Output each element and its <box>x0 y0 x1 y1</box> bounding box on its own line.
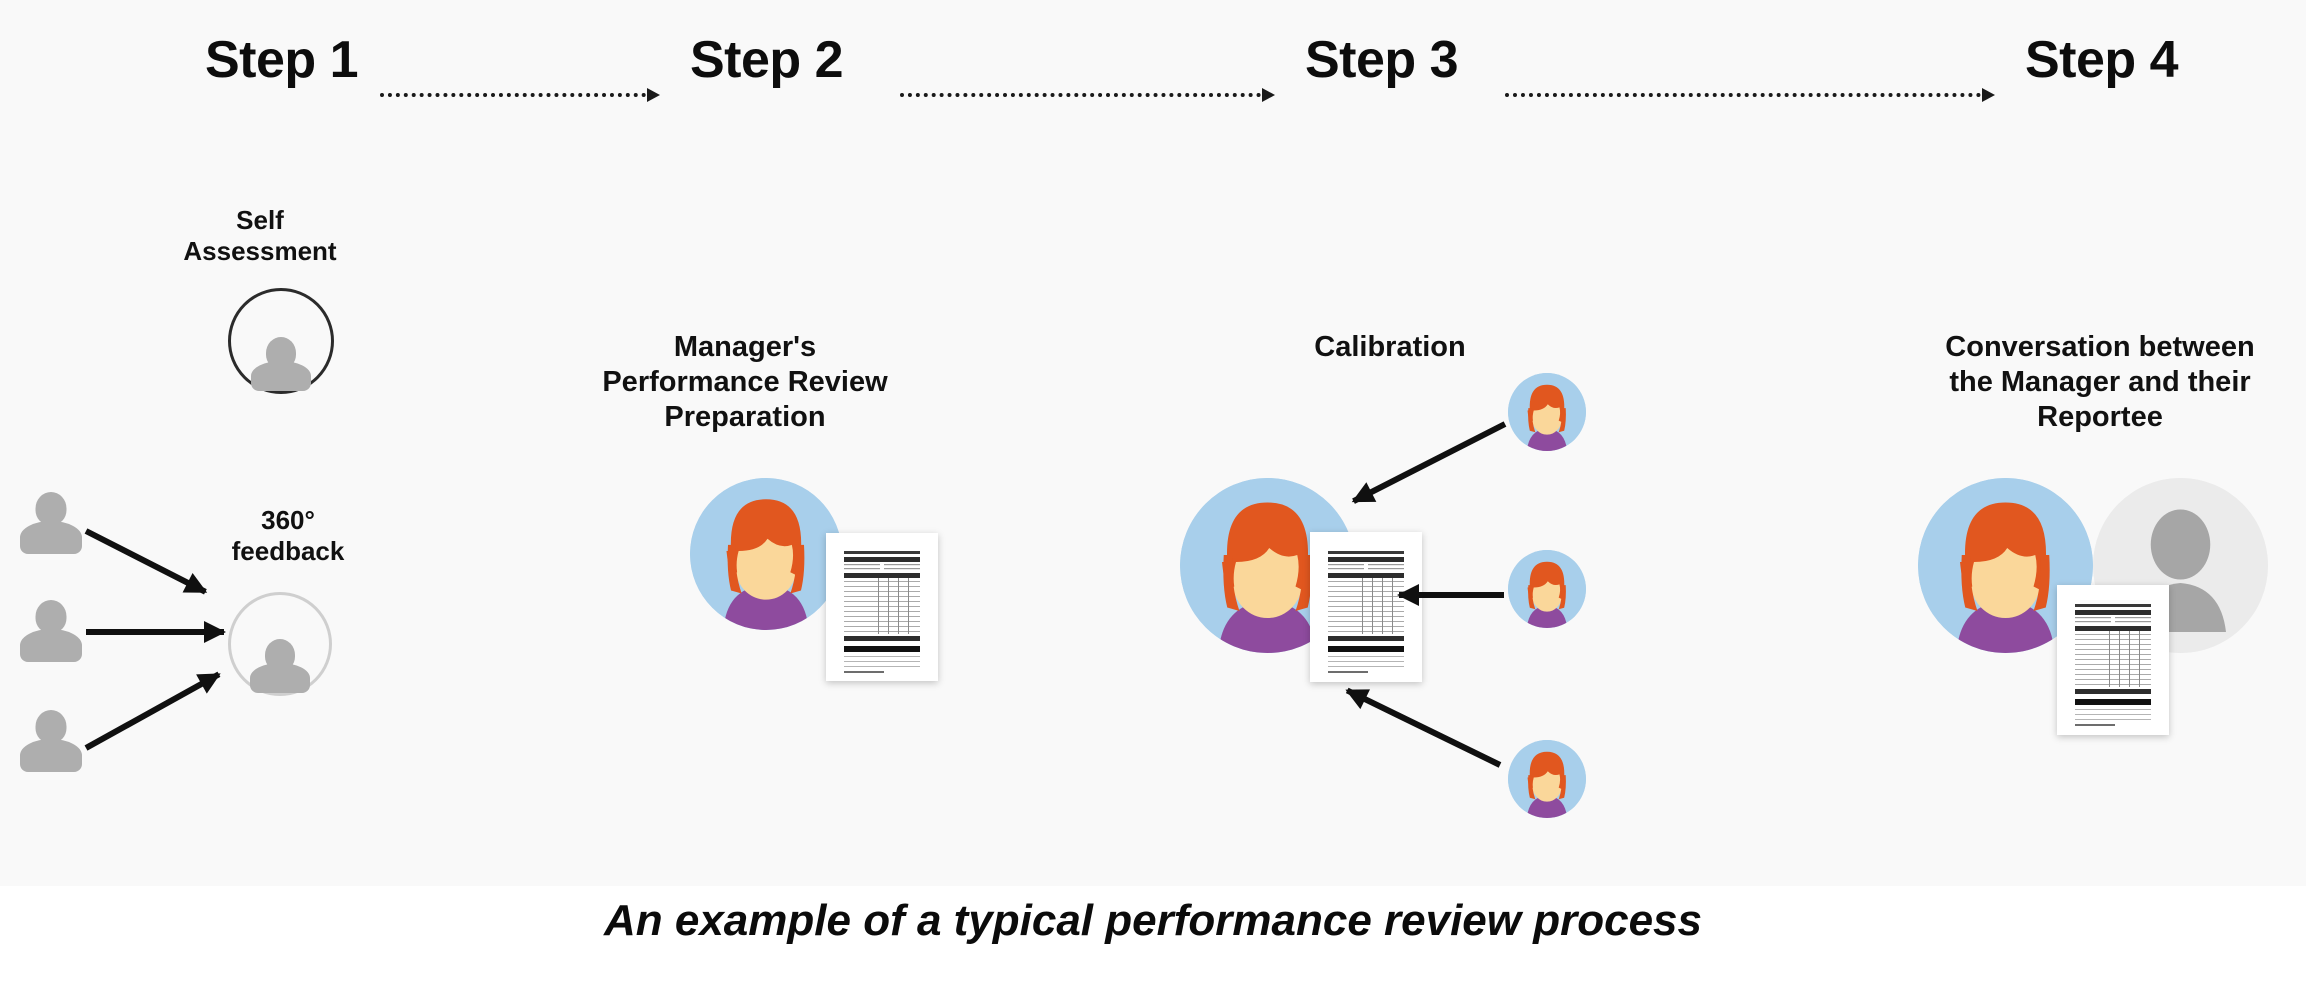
silhouette-head <box>35 600 67 633</box>
connector-arrowhead <box>647 88 660 102</box>
self-assessment-label: Self Assessment <box>160 205 360 266</box>
woman-avatar-svg <box>1918 478 2093 653</box>
peer-silhouette-icon-2 <box>20 600 82 662</box>
dotted-arrow-icon-2 <box>900 88 1275 102</box>
silhouette-head <box>35 710 67 743</box>
connector-arrowhead <box>1262 88 1275 102</box>
dotted-arrow-icon-3 <box>1505 88 1995 102</box>
step-label-3: Step 3 <box>1305 31 1459 89</box>
woman-avatar-svg <box>1508 740 1586 818</box>
step-4-title-line3: Reportee <box>2037 400 2163 433</box>
step-4-title: Conversation between the Manager and the… <box>1915 330 2285 434</box>
step-4-title-line2: the Manager and their <box>1949 365 2251 398</box>
step-3-title: Calibration <box>1314 331 1466 363</box>
step-2-title-line3: Preparation <box>664 400 826 433</box>
silhouette-head <box>35 492 67 525</box>
silhouette-body <box>20 521 82 554</box>
self-assessment-avatar <box>228 288 334 394</box>
diagram-canvas: Step 1 Step 2 Step 3 Step 4 Self Assessm… <box>0 0 2306 886</box>
woman-avatar-svg <box>1508 373 1586 451</box>
solid-arrow-icon-calibrator-2 <box>1399 592 1504 598</box>
review-form-svg <box>826 533 938 681</box>
review-form-svg <box>2057 586 2169 734</box>
step-4-title-line1: Conversation between <box>1945 331 2255 363</box>
solid-arrow-icon-peer-2 <box>86 629 224 635</box>
step-label-4: Step 4 <box>2025 31 2179 89</box>
step-label-1: Step 1 <box>205 31 359 89</box>
silhouette-body <box>251 361 311 391</box>
figure-caption: An example of a typical performance revi… <box>603 896 1702 945</box>
solid-arrow-icon-calibrator-3 <box>1345 687 1502 768</box>
person-silhouette-icon <box>250 335 312 391</box>
woman-avatar-icon-calibrator-1 <box>1508 373 1586 451</box>
review-form-document-icon-step2 <box>826 533 938 681</box>
solid-arrow-icon-peer-3 <box>84 671 221 751</box>
connector-dots <box>900 93 1261 97</box>
peer-silhouette-icon-1 <box>20 492 82 554</box>
peer-silhouette-icon-3 <box>20 710 82 772</box>
silhouette-body <box>20 739 82 772</box>
step-label-2: Step 2 <box>690 31 844 89</box>
woman-avatar-icon-calibrator-2 <box>1508 550 1586 628</box>
solid-arrow-icon-peer-1 <box>84 528 207 595</box>
connector-dots <box>380 93 646 97</box>
review-form-document-icon-step4 <box>2057 585 2169 735</box>
review-form-document-icon-step3 <box>1310 532 1422 682</box>
step-2-title: Manager's Performance Review Preparation <box>575 330 915 434</box>
silhouette-body <box>250 663 310 693</box>
feedback-label: 360° feedback <box>198 505 378 566</box>
woman-avatar-icon-calibrator-3 <box>1508 740 1586 818</box>
step-2-title-line2: Performance Review <box>602 365 888 398</box>
self-assessment-line1: Self <box>236 205 284 235</box>
connector-arrowhead <box>1982 88 1995 102</box>
solid-arrow-icon-calibrator-1 <box>1352 421 1507 504</box>
feedback-label-line2: feedback <box>231 535 345 566</box>
feedback-label-line1: 360° <box>261 505 315 535</box>
silhouette-body <box>20 629 82 662</box>
self-assessment-line2: Assessment <box>183 235 337 266</box>
woman-avatar-svg <box>690 478 842 630</box>
woman-avatar-svg <box>1508 550 1586 628</box>
review-form-svg <box>1310 533 1422 681</box>
step-header-row: Step 1 Step 2 Step 3 Step 4 <box>0 30 2306 102</box>
connector-dots <box>1505 93 1981 97</box>
step-2-title-line1: Manager's <box>673 331 817 363</box>
person-silhouette-icon <box>249 637 311 693</box>
feedback-target-avatar <box>228 592 332 696</box>
woman-avatar-icon-manager <box>690 478 842 630</box>
dotted-arrow-icon-1 <box>380 88 660 102</box>
